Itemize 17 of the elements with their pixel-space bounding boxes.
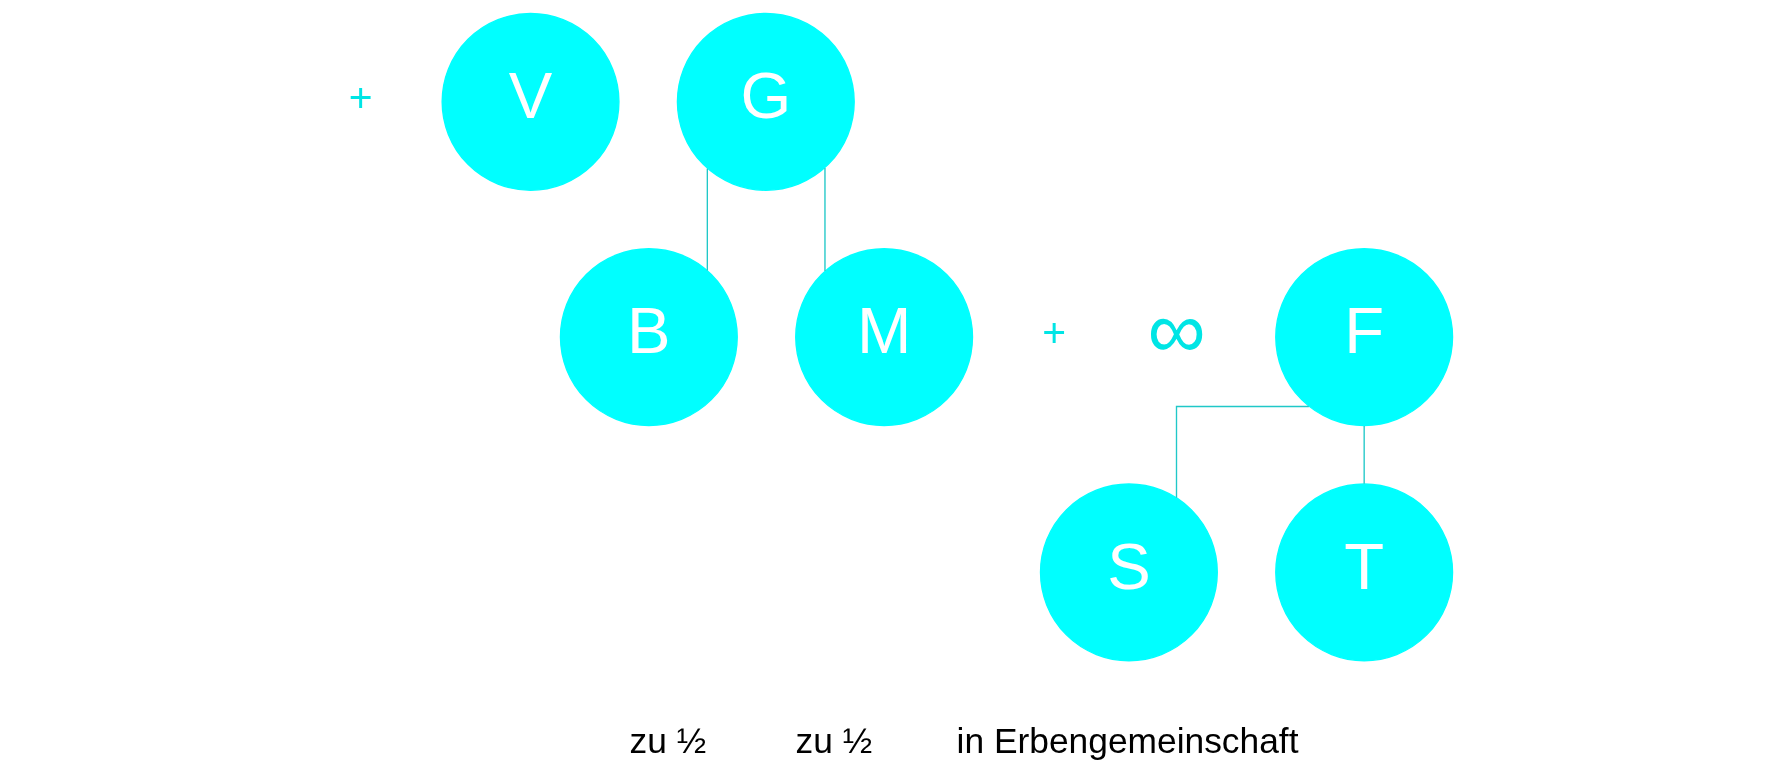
node-circle: M <box>795 248 974 427</box>
connector <box>1363 425 1365 485</box>
node-circle: V <box>441 12 620 191</box>
label: ∞ <box>1147 283 1206 375</box>
node-circle: S <box>1039 483 1218 662</box>
connector <box>706 167 708 272</box>
label: in Erbengemeinschaft <box>956 720 1299 760</box>
label: + <box>348 75 373 122</box>
label: zu ½ <box>629 720 707 760</box>
node-circle: F <box>1275 248 1454 427</box>
node-circle: G <box>676 12 855 191</box>
node-circle: B <box>559 248 738 427</box>
label: zu ½ <box>795 720 873 760</box>
label: + <box>1042 310 1067 357</box>
connector <box>824 167 826 272</box>
connector <box>1175 405 1310 499</box>
node-circle: T <box>1275 483 1454 662</box>
